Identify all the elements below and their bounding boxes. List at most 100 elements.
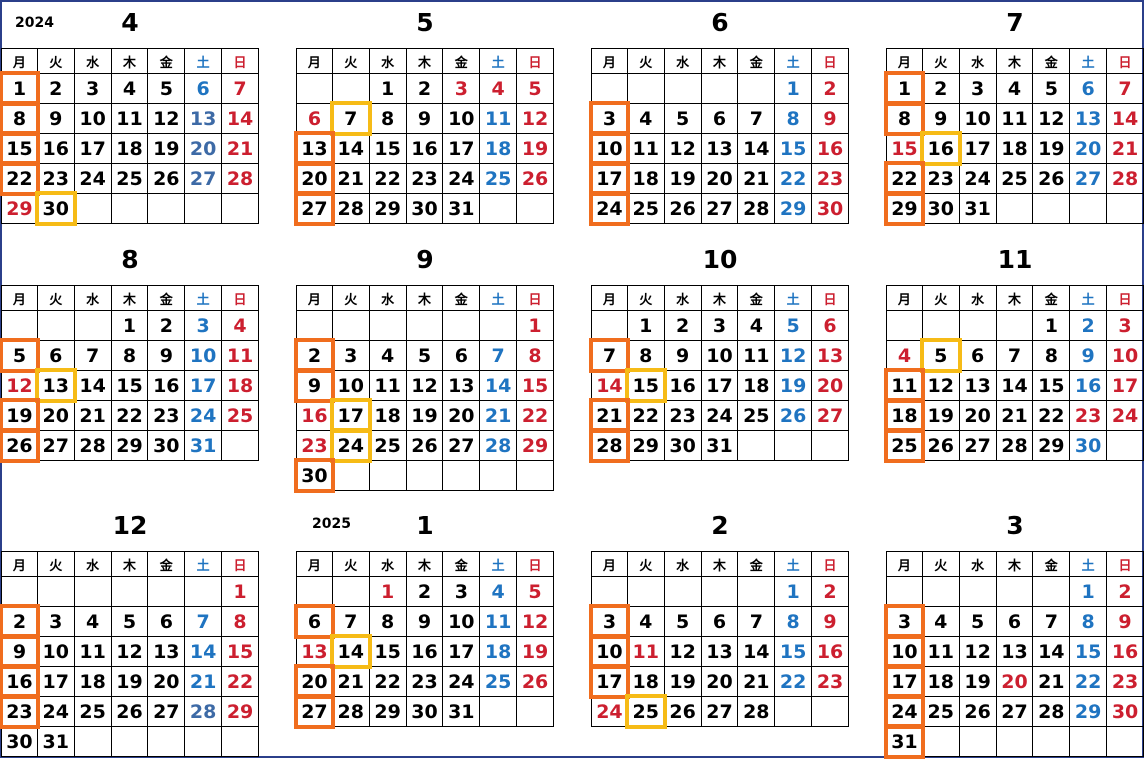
empty-cell xyxy=(774,430,813,461)
day-cell: 13 xyxy=(1069,103,1108,134)
day-cell: 23 xyxy=(811,666,849,697)
day-cell: 21 xyxy=(995,400,1034,431)
weekday-header: 木 xyxy=(700,551,739,577)
weekday-header: 土 xyxy=(479,48,518,74)
day-cell: 3 xyxy=(1106,310,1144,341)
empty-cell xyxy=(184,193,223,224)
weekday-header: 木 xyxy=(700,285,739,311)
day-cell: 21 xyxy=(184,666,223,697)
empty-cell xyxy=(1106,430,1144,461)
day-cell: 18 xyxy=(995,133,1034,164)
day-cell: 16 xyxy=(811,636,849,667)
day-cell: 9 xyxy=(811,103,849,134)
day-cell: 11 xyxy=(626,636,665,667)
day-cell: 30 xyxy=(147,430,186,461)
day-cell: 17 xyxy=(442,133,481,164)
day-cell: 19 xyxy=(110,666,149,697)
day-cell: 30 xyxy=(294,458,336,494)
day-cell: 6 xyxy=(184,73,223,104)
day-cell: 27 xyxy=(147,696,186,727)
day-cell: 24 xyxy=(184,400,223,431)
weekday-header: 木 xyxy=(995,48,1034,74)
day-cell: 5 xyxy=(958,606,997,637)
day-cell: 11 xyxy=(995,103,1034,134)
year-label: 2024 xyxy=(15,15,54,31)
empty-cell xyxy=(479,460,518,491)
weekday-header: 火 xyxy=(36,551,75,577)
day-cell: 28 xyxy=(479,430,518,461)
day-cell: 1 xyxy=(1069,576,1108,607)
empty-cell xyxy=(442,460,481,491)
day-cell: 20 xyxy=(811,370,849,401)
weekday-header: 月 xyxy=(591,48,628,74)
empty-cell xyxy=(1106,726,1144,757)
day-cell: 28 xyxy=(995,430,1034,461)
day-cell: 8 xyxy=(1032,340,1071,371)
day-cell: 13 xyxy=(35,368,78,404)
day-cell: 26 xyxy=(405,430,444,461)
day-cell: 12 xyxy=(774,340,813,371)
empty-cell xyxy=(958,310,997,341)
day-cell: 11 xyxy=(221,340,259,371)
day-cell: 11 xyxy=(368,370,407,401)
day-cell: 15 xyxy=(221,636,259,667)
empty-cell xyxy=(110,726,149,757)
weekday-header: 木 xyxy=(700,48,739,74)
day-cell: 8 xyxy=(884,101,926,137)
day-cell: 2 xyxy=(405,73,444,104)
empty-cell xyxy=(921,576,960,607)
empty-cell xyxy=(184,726,223,757)
day-cell: 14 xyxy=(737,133,776,164)
day-cell: 5 xyxy=(405,340,444,371)
weekday-header: 土 xyxy=(1069,551,1108,577)
day-cell: 4 xyxy=(626,606,665,637)
empty-cell xyxy=(479,310,518,341)
weekday-header: 日 xyxy=(221,551,259,577)
weekday-header: 日 xyxy=(811,551,849,577)
day-cell: 8 xyxy=(1069,606,1108,637)
day-cell: 30 xyxy=(1,726,38,757)
day-cell: 28 xyxy=(737,193,776,224)
empty-cell xyxy=(147,726,186,757)
day-cell: 31 xyxy=(184,430,223,461)
day-cell: 28 xyxy=(737,696,776,727)
day-cell: 9 xyxy=(663,340,702,371)
empty-cell xyxy=(1069,726,1108,757)
day-cell: 15 xyxy=(516,370,554,401)
day-cell: 31 xyxy=(36,726,75,757)
weekday-header: 日 xyxy=(1106,48,1144,74)
day-cell: 2 xyxy=(921,73,960,104)
day-cell: 26 xyxy=(0,428,41,464)
day-cell: 20 xyxy=(184,133,223,164)
empty-cell xyxy=(184,576,223,607)
day-cell: 18 xyxy=(921,666,960,697)
weekday-header: 金 xyxy=(1032,551,1071,577)
empty-cell xyxy=(405,460,444,491)
weekday-header: 月 xyxy=(296,285,333,311)
day-cell: 9 xyxy=(1069,340,1108,371)
day-cell: 16 xyxy=(1106,636,1144,667)
year-label: 2025 xyxy=(312,516,351,532)
day-cell: 31 xyxy=(958,193,997,224)
day-cell: 3 xyxy=(331,340,370,371)
day-cell: 9 xyxy=(36,103,75,134)
weekday-header: 火 xyxy=(331,551,370,577)
day-cell: 7 xyxy=(479,340,518,371)
day-cell: 18 xyxy=(368,400,407,431)
day-cell: 27 xyxy=(442,430,481,461)
day-cell: 27 xyxy=(294,694,336,730)
